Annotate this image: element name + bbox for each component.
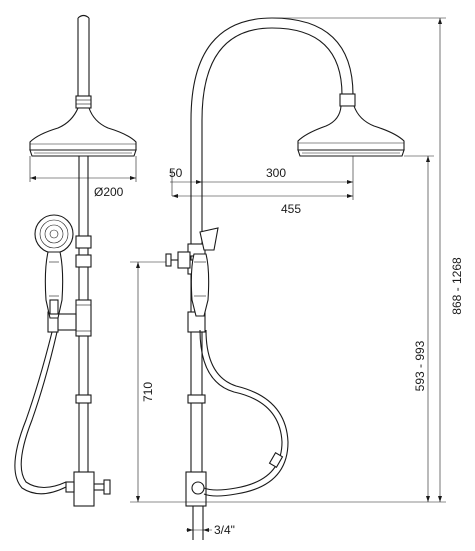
dimension-710: 710 bbox=[130, 261, 166, 502]
side-view bbox=[165, 17, 405, 540]
inlet-label: 3/4" bbox=[214, 523, 235, 537]
total-range-label: 868 - 1268 bbox=[450, 257, 464, 315]
hand-height-710-label: 710 bbox=[141, 382, 155, 402]
side-inlet bbox=[192, 506, 204, 540]
front-shower-head bbox=[29, 107, 137, 157]
front-upper-pipe bbox=[75, 14, 92, 109]
front-hand-shower bbox=[34, 214, 74, 319]
dimension-50-300: 50 300 bbox=[169, 156, 354, 196]
dimension-455: 455 bbox=[172, 186, 354, 216]
head-range-label: 593 - 993 bbox=[413, 340, 427, 391]
side-hose bbox=[199, 329, 289, 497]
side-shower-head bbox=[297, 93, 405, 157]
front-hose bbox=[14, 331, 67, 495]
projection-455-label: 455 bbox=[281, 202, 301, 216]
front-view: Ø200 bbox=[14, 14, 137, 507]
side-hand-shower bbox=[190, 253, 210, 317]
head-diameter-dimension: Ø200 bbox=[29, 156, 137, 199]
offset-50-label: 50 bbox=[169, 166, 183, 180]
arm-300-label: 300 bbox=[266, 166, 286, 180]
front-column bbox=[47, 156, 111, 507]
dimension-inlet: 3/4" bbox=[186, 523, 235, 537]
dimension-total-range: 868 - 1268 bbox=[272, 17, 464, 502]
side-curved-arm bbox=[190, 17, 354, 480]
dimension-head-range: 593 - 993 bbox=[404, 155, 434, 502]
head-diameter-label: Ø200 bbox=[94, 185, 124, 199]
dimension-lines: 50 300 455 710 593 - 993 bbox=[130, 17, 464, 537]
